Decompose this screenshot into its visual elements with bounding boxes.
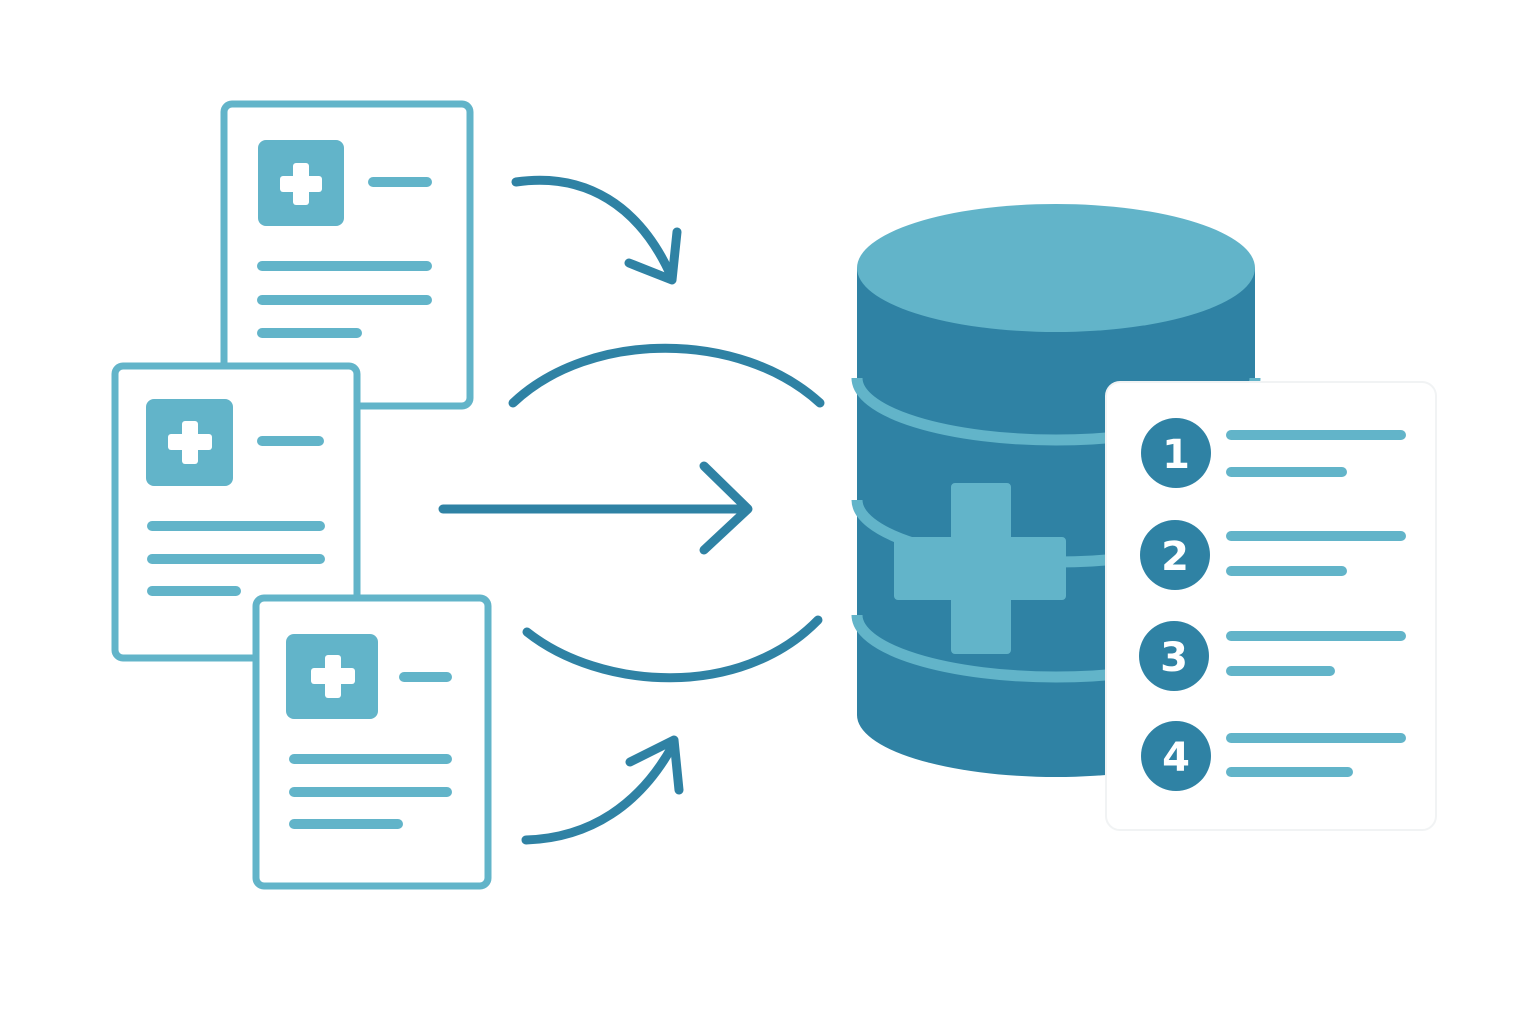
ranked-list-item: 4 xyxy=(1141,721,1406,791)
right-arrow-icon xyxy=(438,461,753,555)
ranked-list-item: 3 xyxy=(1139,621,1406,691)
upper-arc-connector xyxy=(508,343,825,408)
rank-badge xyxy=(1139,621,1209,691)
medical-record-icon xyxy=(220,100,474,410)
rank-number: 1 xyxy=(1162,432,1190,478)
rank-badge xyxy=(1141,418,1211,488)
ranked-list-item: 2 xyxy=(1140,520,1406,590)
medical-documents xyxy=(111,100,492,890)
ranked-list-card xyxy=(1105,381,1437,831)
medical-cross-icon xyxy=(311,655,355,698)
medical-record-icon xyxy=(111,362,361,662)
curved-arrow-down-icon xyxy=(511,175,682,285)
rank-badge xyxy=(1140,520,1210,590)
flow-arrows xyxy=(438,175,825,845)
ranked-list-icon: 1 2 3 4 xyxy=(1105,381,1437,831)
ranked-list-item: 1 xyxy=(1141,418,1406,488)
database-top xyxy=(857,204,1255,332)
medical-cross-icon xyxy=(894,483,1066,654)
medical-record-icon xyxy=(252,594,492,890)
lower-arc-connector xyxy=(522,615,823,683)
rank-badge xyxy=(1141,721,1211,791)
medical-cross-icon xyxy=(280,163,322,205)
medical-cross-icon xyxy=(168,421,212,464)
rank-number: 3 xyxy=(1160,635,1188,681)
rank-number: 2 xyxy=(1161,534,1189,580)
curved-arrow-up-icon xyxy=(521,735,684,845)
rank-number: 4 xyxy=(1162,735,1190,781)
